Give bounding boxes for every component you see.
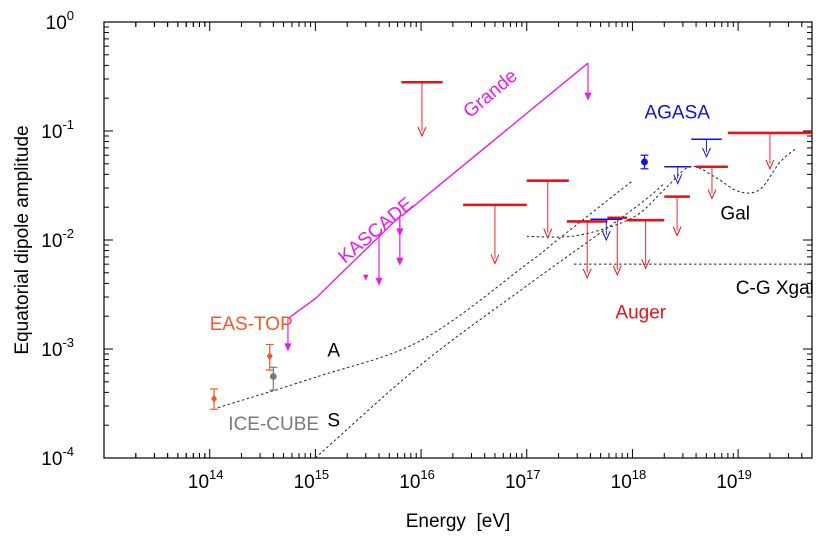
label-kascade: KASCADE [335, 194, 418, 268]
y-tick-base: 10 [41, 449, 62, 470]
x-tick-base: 10 [611, 472, 632, 493]
x-tick-label: 1017 [505, 467, 541, 493]
x-tick-label: 1016 [399, 467, 435, 493]
upper-limit-arrow-head [490, 254, 500, 265]
plot-frame [103, 21, 813, 459]
data-point-ice-cube [269, 373, 277, 380]
y-tick-label: 10-3 [41, 335, 74, 361]
x-tick-label: 1018 [611, 467, 647, 493]
label-c-g-xgal: C-G Xgal [736, 278, 814, 299]
x-tick-label: 1015 [294, 467, 330, 493]
y-tick-exponent: -4 [62, 444, 74, 459]
upper-limit-arrow-head [641, 259, 651, 270]
x-tick-base: 10 [188, 472, 209, 493]
data-point-eas-top [266, 352, 273, 361]
envelope-kascade [287, 215, 401, 320]
model-curves [217, 147, 812, 459]
data-point-eas-top [211, 394, 218, 403]
upper-limit-arrow-head [702, 147, 711, 159]
x-tick-exponent: 19 [737, 467, 751, 482]
y-tick-base: 10 [46, 13, 67, 34]
y-tick-label: 10-1 [41, 117, 74, 143]
x-tick-label: 1014 [188, 467, 224, 493]
y-tick-label: 100 [46, 8, 74, 34]
upper-limit-arrow-head [707, 189, 717, 200]
kascade-marker [363, 274, 369, 281]
y-tick-base: 10 [41, 340, 62, 361]
x-tick-exponent: 16 [420, 467, 434, 482]
x-tick-exponent: 15 [315, 467, 329, 482]
x-tick-base: 10 [399, 472, 420, 493]
kascade-envelopes [284, 62, 592, 352]
y-tick-exponent: -3 [62, 335, 74, 350]
y-tick-label: 10-2 [41, 226, 74, 252]
upper-limit-arrow-head [765, 159, 775, 171]
envelope-arrow-head [284, 343, 292, 352]
label-s: S [327, 410, 340, 431]
label-auger: Auger [615, 303, 666, 324]
label-grande: Grande [460, 66, 522, 123]
envelope-arrow-head [375, 277, 383, 286]
upper-limit-arrow-head [601, 230, 611, 242]
envelope-arrow-head [584, 92, 592, 101]
y-tick-label: 10-4 [41, 444, 74, 470]
measurement-points [210, 154, 649, 410]
envelope-arrow-head [396, 257, 404, 266]
y-tick-base: 10 [41, 122, 62, 143]
data-point-agasa [641, 158, 648, 166]
y-tick-exponent: -2 [62, 226, 74, 241]
x-tick-base: 10 [294, 472, 315, 493]
label-eas-top: EAS-TOP [210, 314, 293, 335]
upper-limits [401, 80, 812, 280]
y-tick-exponent: 0 [67, 8, 74, 23]
upper-limit-arrow-head [543, 228, 553, 239]
x-tick-exponent: 18 [632, 467, 646, 482]
x-tick-base: 10 [716, 472, 737, 493]
label-a: A [327, 341, 340, 362]
x-tick-exponent: 17 [526, 467, 540, 482]
x-tick-base: 10 [505, 472, 526, 493]
x-axis-title: Energy [eV] [406, 511, 511, 532]
upper-limit-arrow-head [612, 265, 622, 276]
y-tick-base: 10 [41, 231, 62, 252]
x-tick-exponent: 14 [209, 467, 223, 482]
label-gal: Gal [720, 203, 750, 224]
x-tick-label: 1019 [716, 467, 752, 493]
label-ice-cube: ICE-CUBE [228, 414, 319, 435]
envelope-grande [400, 62, 589, 217]
upper-limit-arrow-head [673, 174, 683, 185]
y-tick-exponent: -1 [62, 117, 74, 132]
model-curve-s [315, 183, 665, 459]
y-axis-title: Equatorial dipole amplitude [12, 125, 33, 354]
label-agasa: AGASA [644, 103, 710, 124]
model-curve-gal [526, 147, 798, 238]
upper-limit-arrow-head [672, 226, 682, 237]
model-curve-a [217, 180, 633, 409]
upper-limit-arrow-head [417, 126, 427, 138]
upper-limit-arrow-head [582, 268, 592, 280]
